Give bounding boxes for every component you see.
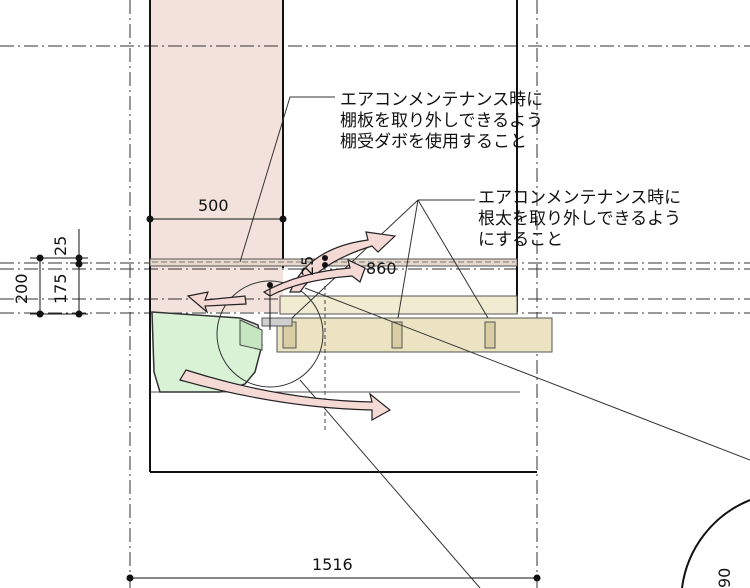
- dim-90-partial: 90: [715, 567, 734, 588]
- note-shelf-line-1: エアコンメンテナンス時に: [340, 90, 544, 110]
- joist-board: [276, 317, 553, 353]
- dim-500: 500: [198, 196, 229, 215]
- dim-1516: 1516: [312, 555, 353, 574]
- dim-25-center: 25: [298, 255, 317, 276]
- note-leaders: [239, 96, 489, 319]
- detail-circle: [216, 280, 324, 388]
- note-joist-line-2: 根太を取り外しできるよう: [478, 209, 682, 229]
- dim-175: 175: [51, 273, 70, 304]
- enlarged-detail-circle: [681, 499, 750, 588]
- note-joist-line-1: エアコンメンテナンス時に: [478, 188, 682, 208]
- dim-200: 200: [12, 273, 31, 304]
- unit-slide-arrow: [179, 369, 392, 422]
- dimension-dots: [36, 215, 541, 582]
- dim-25-left: 25: [51, 235, 70, 256]
- note-joist-line-3: にすること: [478, 230, 564, 250]
- upper-joist-board: [279, 295, 518, 315]
- note-shelf-line-3: 棚受ダボを使用すること: [340, 132, 527, 152]
- dim-860: 860: [366, 259, 397, 278]
- air-conditioner-unit: [151, 311, 263, 393]
- note-shelf-line-2: 棚板を取り外しできるよう: [340, 111, 544, 131]
- unit-return-arrow: [186, 291, 247, 314]
- joist-removal-arrow: [262, 258, 366, 297]
- shelf-removal-arrow: [289, 231, 397, 293]
